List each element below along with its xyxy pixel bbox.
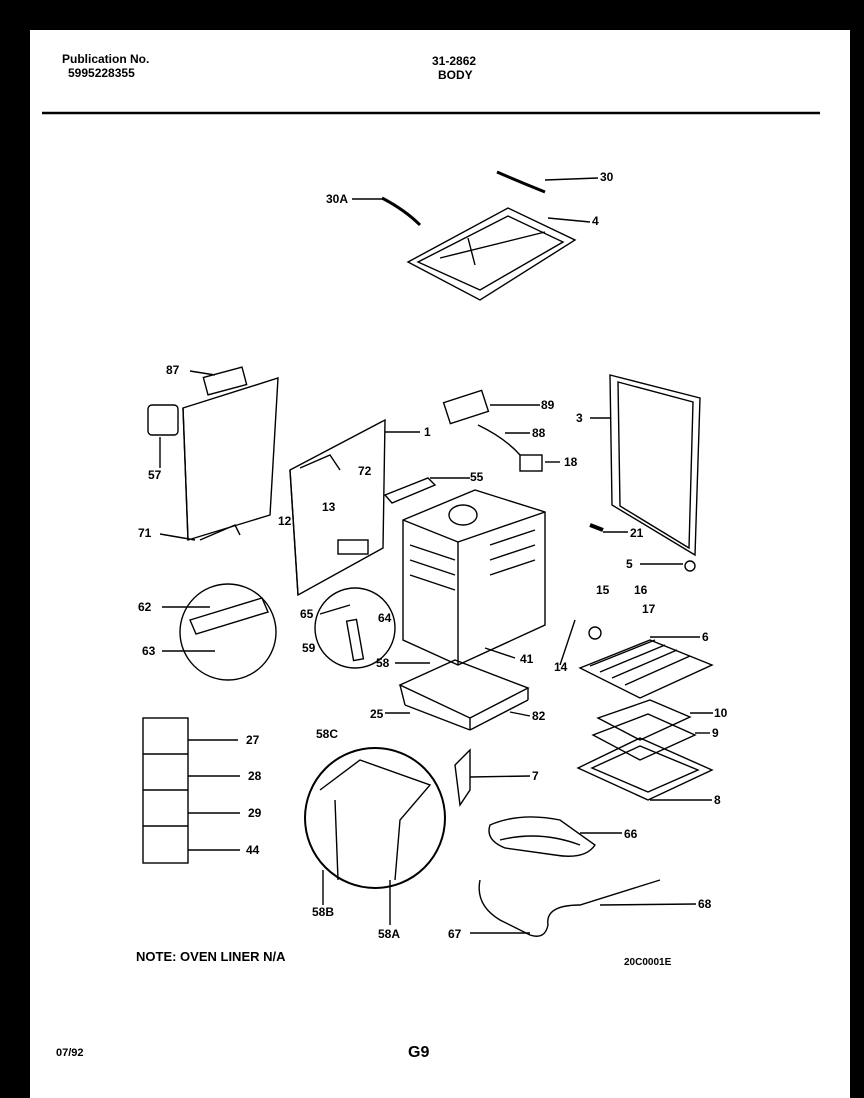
bracket-18-drawing <box>519 454 543 472</box>
part-label-14: 14 <box>554 660 568 674</box>
part-label-4: 4 <box>592 214 599 228</box>
bracket-55-drawing <box>383 477 437 504</box>
broil-pan-9-drawing <box>591 713 697 761</box>
part-label-65: 65 <box>300 607 314 621</box>
part-label-58b: 58B <box>312 905 335 919</box>
part-label-29: 29 <box>248 806 262 820</box>
part-label-62: 62 <box>138 600 152 614</box>
part-label-88: 88 <box>532 426 546 440</box>
part-label-21: 21 <box>630 526 644 540</box>
part-label-18: 18 <box>564 455 578 469</box>
part-label-64: 64 <box>378 611 392 625</box>
part-14-drawing <box>559 619 576 666</box>
part-label-16: 16 <box>634 583 648 597</box>
part-label-68: 68 <box>698 897 712 911</box>
part-label-1: 1 <box>424 425 431 439</box>
trim-30-drawing <box>496 170 546 194</box>
part-label-72: 72 <box>358 464 372 478</box>
part-label-30: 30 <box>600 170 614 184</box>
bake-element-drawing <box>478 879 661 937</box>
bracket-7-drawing <box>454 748 471 807</box>
section-title: BODY <box>438 68 473 82</box>
top-panel-drawing <box>406 207 577 301</box>
part-label-82: 82 <box>532 709 546 723</box>
part-label-67: 67 <box>448 927 462 941</box>
part-16-drawing <box>588 626 602 640</box>
model-code: 31-2862 <box>432 54 477 68</box>
page-code: G9 <box>408 1044 430 1061</box>
part-label-13: 13 <box>322 500 336 514</box>
part-label-63: 63 <box>142 644 156 658</box>
part-label-10: 10 <box>714 706 728 720</box>
oven-liner-note: NOTE: OVEN LINER N/A <box>136 949 286 964</box>
part-label-57: 57 <box>148 468 162 482</box>
part-label-12: 12 <box>278 514 292 528</box>
part-label-66: 66 <box>624 827 638 841</box>
door-8-drawing <box>576 737 714 801</box>
drawer-drawing <box>398 659 530 731</box>
broil-element-drawing <box>488 816 596 857</box>
screw-21-drawing <box>589 523 604 532</box>
oven-rack-drawing <box>578 639 714 699</box>
part-label-27: 27 <box>246 733 260 747</box>
part-label-87: 87 <box>166 363 180 377</box>
switch-89-drawing <box>442 389 490 425</box>
drawing-code: 20C0001E <box>624 957 672 968</box>
back-panel-drawing <box>147 366 279 541</box>
part-label-5: 5 <box>626 557 633 571</box>
detail-circle-hinge <box>179 583 277 681</box>
part-label-55: 55 <box>470 470 484 484</box>
part-label-58: 58 <box>376 656 390 670</box>
part-label-89: 89 <box>541 398 555 412</box>
publication-label: Publication No. <box>62 52 150 66</box>
part-label-8: 8 <box>714 793 721 807</box>
foot-5-drawing <box>684 560 696 572</box>
detail-circle-insulation <box>304 747 446 889</box>
revision-date: 07/92 <box>56 1047 84 1059</box>
part-label-59: 59 <box>302 641 316 655</box>
part-label-15: 15 <box>596 583 610 597</box>
trim-30a-drawing <box>381 196 422 227</box>
legend-boxes <box>142 717 240 864</box>
side-panel-drawing <box>609 374 701 557</box>
broil-pan-10-drawing <box>596 699 692 741</box>
rear-panel-drawing <box>289 418 386 597</box>
part-label-58c: 58C <box>316 727 339 741</box>
oven-body-drawing <box>402 489 546 666</box>
part-label-25: 25 <box>370 707 384 721</box>
part-label-17: 17 <box>642 602 656 616</box>
part-label-3: 3 <box>576 411 583 425</box>
parts-sheet <box>30 30 850 1098</box>
wire-88-drawing <box>477 424 521 456</box>
publication-number: 5995228355 <box>68 66 135 80</box>
part-label-58a: 58A <box>378 927 401 941</box>
part-label-30a: 30A <box>326 192 349 206</box>
part-label-7: 7 <box>532 769 539 783</box>
detail-circle-leveler <box>314 587 396 669</box>
part-label-44: 44 <box>246 843 260 857</box>
part-label-71: 71 <box>138 526 152 540</box>
part-label-28: 28 <box>248 769 262 783</box>
part-label-6: 6 <box>702 630 709 644</box>
part-label-9: 9 <box>712 726 719 740</box>
part-label-41: 41 <box>520 652 534 666</box>
